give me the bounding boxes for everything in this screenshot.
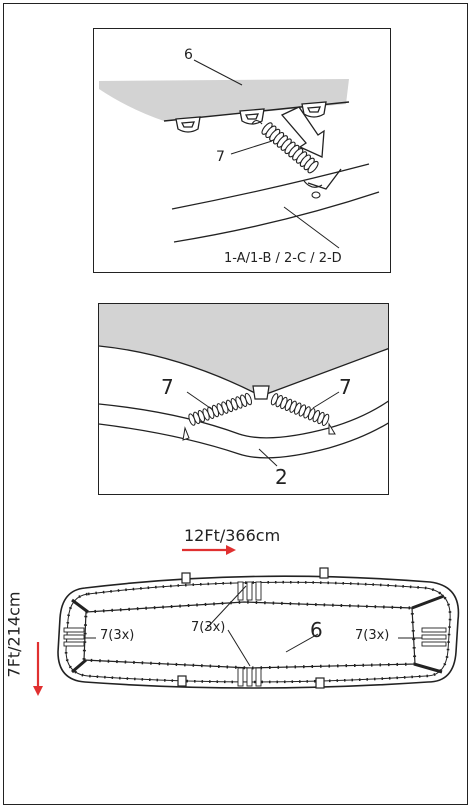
mat-label-overview: 6: [310, 618, 323, 642]
mat-callout: 6: [184, 47, 193, 63]
spring-hook-detail-panel: 6 7 1-A/1-B / 2-C / 2-D: [93, 28, 391, 273]
spring-hook-detail-drawing: 6 7 1-A/1-B / 2-C / 2-D: [99, 47, 380, 266]
width-dimension-label: 12Ft/366cm: [184, 526, 281, 545]
corner-spring-detail-panel: 7 7 2: [98, 303, 389, 495]
frame-outer: [57, 575, 460, 689]
trampoline-overview-drawing: [57, 567, 460, 689]
left-spring-callout: 7: [161, 375, 174, 399]
width-arrow-icon: [182, 545, 236, 555]
height-arrow-icon: [33, 642, 43, 696]
frame-callout-2: 2: [275, 465, 288, 489]
spring-group-left-label: 7(3x): [100, 628, 135, 643]
v-ring-group: [175, 101, 327, 133]
height-dimension-label: 7Ft/214cm: [4, 591, 24, 678]
spring-callout: 7: [216, 149, 225, 165]
frame-callout: 1-A/1-B / 2-C / 2-D: [224, 251, 342, 266]
right-spring-callout: 7: [339, 375, 352, 399]
corner-spring-detail-drawing: 7 7 2: [99, 304, 388, 489]
mat-shape: [99, 79, 349, 121]
spring-group-right-label: 7(3x): [355, 628, 390, 643]
page-frame: [3, 3, 468, 805]
spring-group-center-label: 7(3x): [191, 620, 226, 635]
hook-direction-arrow: [280, 106, 325, 158]
spring-drawing: [251, 119, 323, 188]
mat-shape-corner: [99, 304, 388, 396]
